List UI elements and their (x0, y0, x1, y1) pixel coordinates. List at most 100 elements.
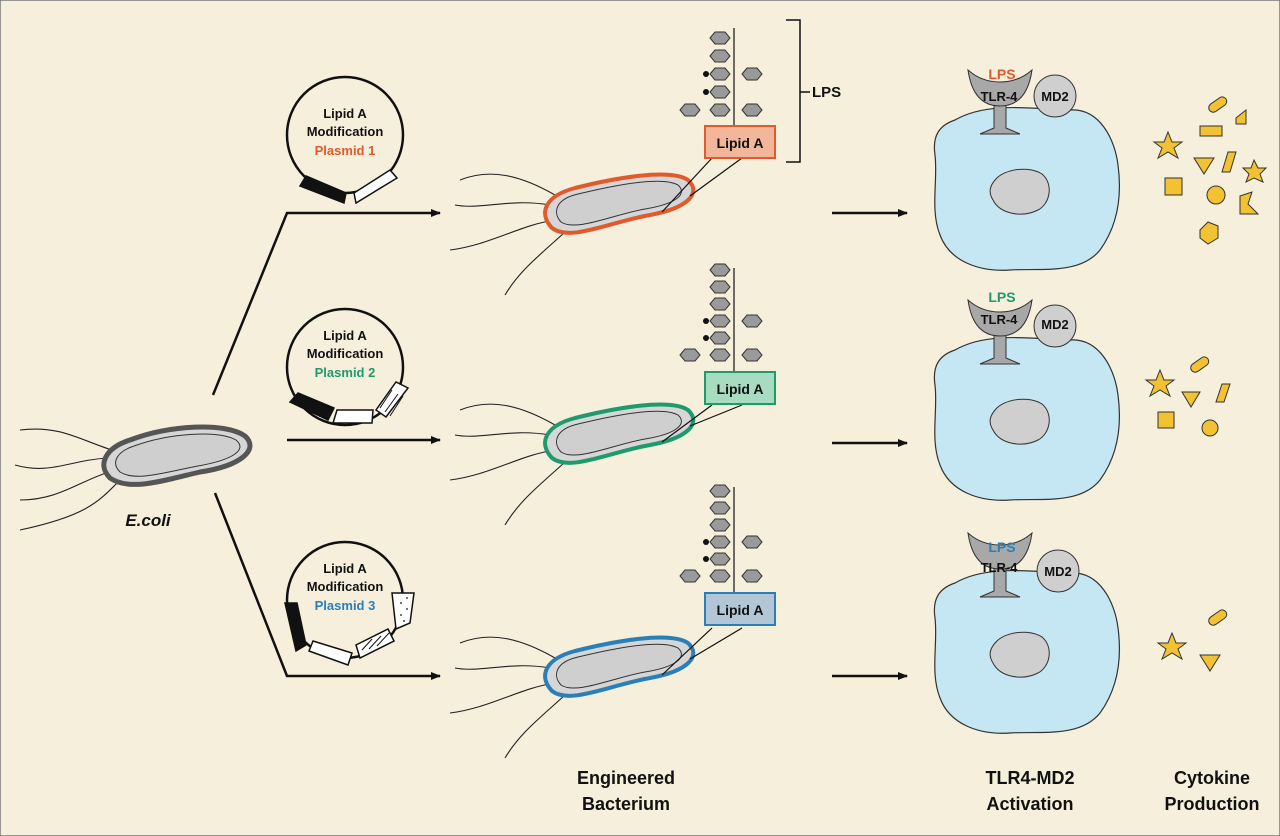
sugar-hex (741, 314, 763, 328)
ligand-label: LPS (988, 289, 1015, 305)
md2-label: MD2 (1041, 317, 1068, 332)
row-2: Lipid A Modification Plasmid 2 (285, 263, 1231, 526)
sugar-hex (709, 263, 731, 277)
gene-black (284, 602, 307, 653)
immune-cell: LPS TLR-4 MD2 (933, 531, 1120, 734)
engineered-bacterium (449, 402, 743, 526)
cytokine-label-line2: Production (1165, 794, 1260, 814)
phosphate-dot (703, 556, 709, 562)
ecoli-label: E.coli (125, 511, 172, 530)
flagellum (454, 432, 551, 437)
plasmid: Lipid A Modification Plasmid 2 (285, 307, 410, 427)
tlr4-cup (967, 68, 1033, 107)
cytokine (1190, 356, 1210, 373)
plasmid: Lipid A Modification Plasmid 3 (284, 540, 415, 666)
md2 (1033, 304, 1077, 348)
sugar-hex (741, 535, 763, 549)
engineered-bacterium (449, 627, 743, 759)
sugar-hex (709, 348, 731, 362)
flagellum (14, 457, 109, 469)
flagellum (19, 477, 123, 531)
cytokine (1181, 391, 1201, 408)
flagellum (504, 461, 566, 526)
md2-label: MD2 (1044, 564, 1071, 579)
activation-label-line2: Activation (986, 794, 1073, 814)
immune-cell: LPS TLR-4 MD2 (933, 289, 1120, 501)
flagellum (504, 231, 566, 296)
sugar-hex (709, 314, 731, 328)
lps-molecule: Lipid A (679, 28, 776, 159)
gene-hatched (355, 627, 396, 660)
cytokine (1199, 654, 1221, 672)
md2 (1033, 74, 1077, 118)
phosphate-dot (703, 71, 709, 77)
nucleus (989, 168, 1050, 215)
source-bacterium: E.coli (14, 424, 253, 531)
plasmid-line1: Lipid A (323, 561, 367, 576)
sugar-hex (741, 103, 763, 117)
sugar-hex (679, 348, 701, 362)
callout-line (689, 627, 743, 660)
callout-line (661, 627, 713, 676)
lps-molecule: Lipid A (679, 263, 776, 405)
cytokine (1156, 631, 1188, 661)
bacterium-body (115, 433, 241, 477)
cytokine (1206, 185, 1226, 205)
receptor-label: TLR-4 (981, 312, 1019, 327)
flagellum (459, 636, 556, 659)
sugar-hex (709, 31, 731, 45)
lipid-a-label: Lipid A (717, 135, 764, 151)
flagellum (454, 202, 551, 207)
lipid-a-box (704, 371, 776, 405)
cytokine-label-line1: Cytokine (1174, 768, 1250, 788)
bacterium-body (556, 410, 682, 456)
flagellum (504, 694, 566, 759)
row-3: Lipid A Modification Plasmid 3 (284, 484, 1228, 759)
sugar-hex (709, 49, 731, 63)
sugar-hex (709, 67, 731, 81)
branch-arrows (211, 209, 441, 680)
lps-bracket: LPS (786, 19, 841, 163)
callout-line (661, 404, 713, 443)
sugar-hex (679, 103, 701, 117)
md2 (1036, 549, 1080, 593)
phosphate-dot (703, 89, 709, 95)
cytokine (1241, 158, 1268, 184)
cytokines (1144, 356, 1231, 437)
sugar-hex (709, 103, 731, 117)
tlr4-cup (967, 298, 1033, 337)
plasmid-line2: Modification (307, 579, 384, 594)
cytokine (1152, 130, 1184, 160)
cytokine (1235, 108, 1247, 125)
bacterium-body (556, 180, 682, 226)
plasmid-line1: Lipid A (323, 106, 367, 121)
activation-label-line1: TLR4-MD2 (986, 768, 1075, 788)
lipid-a-label: Lipid A (717, 602, 764, 618)
flagellum (449, 219, 556, 251)
sugar-hex (679, 569, 701, 583)
branch-arrow-1 (211, 209, 441, 396)
cytokine (1193, 157, 1215, 175)
gene-dotted (391, 592, 415, 631)
plasmid-line3: Plasmid 1 (315, 143, 376, 158)
cytokine (1157, 411, 1175, 429)
flagellum (19, 428, 113, 451)
gene-white (353, 169, 399, 205)
gene-black (298, 175, 347, 205)
sugar-hex (709, 280, 731, 294)
gene-white (331, 409, 374, 424)
sugar-hex (709, 535, 731, 549)
sugar-hex (741, 569, 763, 583)
ligand-label: LPS (988, 66, 1015, 82)
sugar-hex (709, 484, 731, 498)
plasmid-line1: Lipid A (323, 328, 367, 343)
row-1: Lipid A Modification Plasmid 1 (285, 19, 1268, 296)
lps-molecule: Lipid A (679, 484, 776, 626)
cytokines (1152, 96, 1268, 245)
lipid-a-box (704, 592, 776, 626)
cytokine (1201, 419, 1219, 437)
sugar-hex (709, 518, 731, 532)
sugar-hex (741, 67, 763, 81)
plasmid: Lipid A Modification Plasmid 1 (285, 75, 405, 205)
nucleus (989, 631, 1050, 678)
